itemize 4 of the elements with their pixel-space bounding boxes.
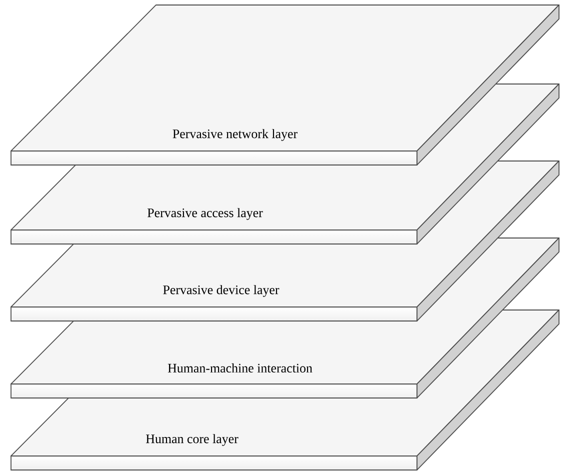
layer-plate: Pervasive network layer xyxy=(10,4,560,166)
node-label: Pervasive access layer xyxy=(147,208,263,220)
node-label: Human-machine interaction xyxy=(168,363,312,373)
node-label: Pervasive device layer xyxy=(163,285,280,297)
